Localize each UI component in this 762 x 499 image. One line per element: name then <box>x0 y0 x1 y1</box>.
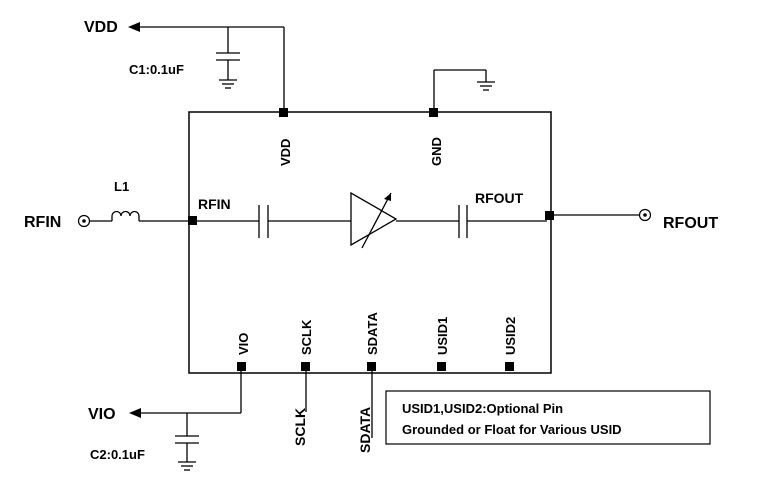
usid1-pin-marker <box>437 362 446 371</box>
amplifier-icon <box>350 191 398 249</box>
sdata-pin-label: SDATA <box>365 312 380 355</box>
vio-arrow-icon <box>129 408 141 418</box>
rfin-pin-marker <box>188 216 197 225</box>
gnd-pin-label: GND <box>429 137 444 166</box>
vio-pin-marker <box>237 362 246 371</box>
rfin-port-icon <box>77 214 91 228</box>
vio-rail-label: VIO <box>88 406 116 423</box>
vdd-arrow-icon <box>128 22 140 32</box>
usid-note-box: USID1,USID2:Optional Pin Grounded or Flo… <box>385 390 711 445</box>
c1-capacitor-icon <box>216 52 240 89</box>
c2-label: C2:0.1uF <box>90 447 145 462</box>
rfin-pin-label: RFIN <box>198 196 231 212</box>
vdd-net <box>128 22 285 112</box>
sclk-net-label: SCLK <box>292 408 308 446</box>
rfin-port-label: RFIN <box>24 214 61 231</box>
vio-net <box>129 371 242 436</box>
sdata-net-label: SDATA <box>357 407 373 453</box>
l1-inductor-icon <box>111 210 140 221</box>
vdd-pin-marker <box>279 108 288 117</box>
vdd-pin-label: VDD <box>278 139 293 166</box>
usid2-pin-marker <box>505 362 514 371</box>
usid-note-line1: USID1,USID2:Optional Pin <box>402 401 563 416</box>
gnd-net <box>433 69 495 112</box>
gnd-pin-marker <box>429 108 438 117</box>
c1-label: C1:0.1uF <box>129 62 184 77</box>
usid-note-line2: Grounded or Float for Various USID <box>402 422 622 437</box>
vdd-rail-label: VDD <box>84 19 118 36</box>
rfout-port-icon <box>638 208 652 222</box>
rfout-pin-label: RFOUT <box>475 190 524 206</box>
input-capacitor-icon <box>258 205 269 238</box>
rfout-pin-marker <box>545 211 554 220</box>
ground-icon <box>477 81 495 91</box>
l1-label: L1 <box>114 179 129 194</box>
rfout-port-label: RFOUT <box>663 215 718 232</box>
sdata-pin-marker <box>367 362 376 371</box>
sclk-pin-marker <box>301 362 310 371</box>
usid2-pin-label: USID2 <box>503 317 518 355</box>
sclk-pin-label: SCLK <box>299 319 314 355</box>
chip-body <box>188 111 552 374</box>
usid1-pin-label: USID1 <box>435 317 450 355</box>
output-capacitor-icon <box>458 205 468 238</box>
vio-pin-label: VIO <box>236 333 251 355</box>
c2-capacitor-icon <box>175 435 199 471</box>
